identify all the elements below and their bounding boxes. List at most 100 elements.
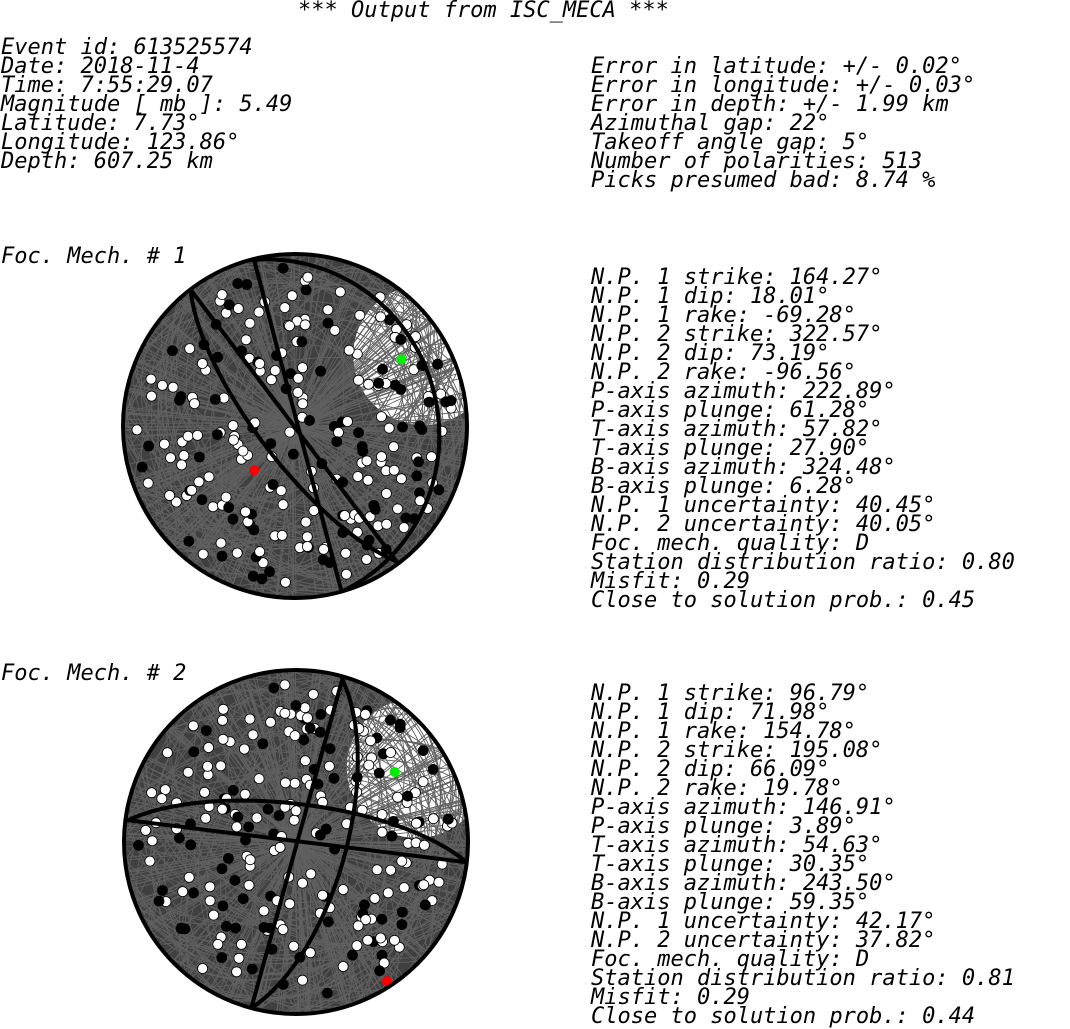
compression-marker — [298, 734, 310, 746]
dilatation-marker — [199, 787, 211, 798]
compression-marker — [223, 502, 235, 513]
mech-1-param-line: Close to solution prob.: 0.45 — [591, 588, 975, 613]
compression-marker — [314, 726, 326, 738]
compression-marker — [417, 745, 429, 756]
dilatation-marker — [395, 473, 407, 485]
mech-2-param-line: N.P. 1 strike: 96.79° — [590, 681, 869, 706]
candidate-plane — [164, 730, 425, 953]
quality-info: Error in latitude: +/- 0.02° Error in lo… — [589, 54, 975, 193]
dilatation-marker — [140, 825, 152, 836]
dilatation-marker — [388, 441, 400, 453]
dilatation-marker — [269, 365, 281, 376]
compression-marker — [185, 839, 197, 851]
dilatation-marker — [244, 317, 256, 329]
event-id: Event id: 613525574 — [1, 35, 253, 60]
dilatation-marker — [182, 430, 194, 442]
compression-marker — [347, 949, 358, 961]
compression-marker — [389, 379, 401, 391]
dilatation-marker — [297, 877, 308, 889]
dilatation-marker — [289, 730, 301, 741]
dilatation-marker — [337, 884, 349, 895]
mech-1-param-line: N.P. 1 strike: 164.27° — [590, 265, 882, 290]
mech-1-param-line: T-axis azimuth: 57.82° — [591, 417, 882, 442]
dilatation-marker — [361, 455, 373, 467]
number-of-polarities: Number of polarities: 513 — [590, 149, 922, 174]
dilatation-marker — [161, 747, 173, 759]
compression-marker — [223, 299, 235, 311]
mech-2-param-line: B-axis plunge: 59.35° — [591, 890, 869, 915]
dilatation-marker — [343, 344, 355, 356]
dilatation-marker — [265, 716, 277, 728]
dilatation-marker — [286, 290, 298, 302]
dilatation-marker — [427, 813, 439, 825]
compression-marker — [304, 414, 315, 426]
dilatation-marker — [290, 805, 302, 817]
compression-marker — [396, 906, 408, 918]
dilatation-marker — [196, 358, 208, 369]
dilatation-marker — [318, 544, 330, 555]
dilatation-marker — [376, 826, 388, 838]
mech-1-param-line: Station distribution ratio: 0.80 — [591, 550, 1015, 575]
dilatation-marker — [197, 548, 209, 560]
compression-marker — [143, 440, 155, 452]
dilatation-marker — [243, 879, 255, 891]
dilatation-marker — [265, 374, 277, 386]
dilatation-marker — [254, 358, 266, 370]
dilatation-marker — [220, 491, 232, 503]
dilatation-marker — [398, 882, 410, 893]
beachball-2 — [122, 668, 470, 1016]
mech-1-param-line: P-axis plunge: 61.28° — [591, 398, 869, 423]
dilatation-marker — [337, 961, 349, 972]
mech-1-param-line: Misfit: 0.29 — [590, 569, 750, 594]
compression-marker — [264, 566, 275, 578]
compression-marker — [209, 393, 221, 405]
compression-marker — [324, 743, 336, 754]
mech-2-parameters: N.P. 1 strike: 96.79°N.P. 1 dip: 71.98°N… — [590, 681, 1015, 1029]
compression-marker — [175, 922, 187, 934]
compression-marker — [377, 363, 388, 375]
dilatation-marker — [392, 503, 404, 515]
compression-marker — [183, 535, 195, 547]
dilatation-marker — [258, 905, 270, 917]
dilatation-marker — [383, 422, 395, 434]
compression-marker — [386, 830, 398, 842]
dilatation-marker — [142, 477, 154, 489]
compression-marker — [385, 714, 396, 726]
candidate-plane — [182, 297, 410, 556]
mech-1-param-line: Foc. mech. quality: D — [591, 531, 869, 556]
compression-marker — [216, 952, 228, 963]
compression-marker — [395, 333, 407, 345]
compression-marker — [357, 445, 369, 457]
dilatation-marker — [280, 576, 291, 588]
dilatation-marker — [193, 476, 205, 488]
mech-2-param-line: N.P. 2 dip: 66.09° — [590, 757, 829, 782]
candidate-plane — [161, 314, 424, 546]
compression-marker — [394, 722, 406, 733]
compression-marker — [315, 709, 327, 720]
mech-1-param-line: N.P. 1 rake: -69.28° — [590, 303, 856, 328]
dilatation-marker — [292, 372, 304, 384]
compression-marker — [315, 365, 327, 377]
compression-marker — [246, 963, 258, 975]
candidate-plane — [294, 671, 388, 1014]
dilatation-marker — [145, 373, 157, 385]
dilatation-marker — [244, 854, 256, 866]
compression-marker — [173, 832, 185, 844]
compression-marker — [211, 429, 223, 441]
mech-2-label: Foc. Mech. # 2 — [1, 661, 186, 686]
dilatation-marker — [369, 893, 381, 904]
dilatation-marker — [237, 445, 249, 457]
compression-marker — [200, 725, 212, 736]
compression-marker — [373, 377, 385, 389]
takeoff-angle-gap: Takeoff angle gap: 5° — [591, 130, 869, 155]
mech-1-param-line: B-axis azimuth: 324.48° — [591, 455, 896, 480]
nodal-plane-2 — [249, 673, 360, 1010]
dilatation-marker — [376, 451, 387, 463]
compression-marker — [166, 345, 178, 357]
dilatation-marker — [388, 464, 400, 476]
candidate-plane — [164, 734, 442, 981]
dilatation-marker — [197, 963, 209, 974]
mech-2-param-line: Close to solution prob.: 0.44 — [591, 1004, 975, 1029]
dilatation-marker — [217, 715, 228, 726]
